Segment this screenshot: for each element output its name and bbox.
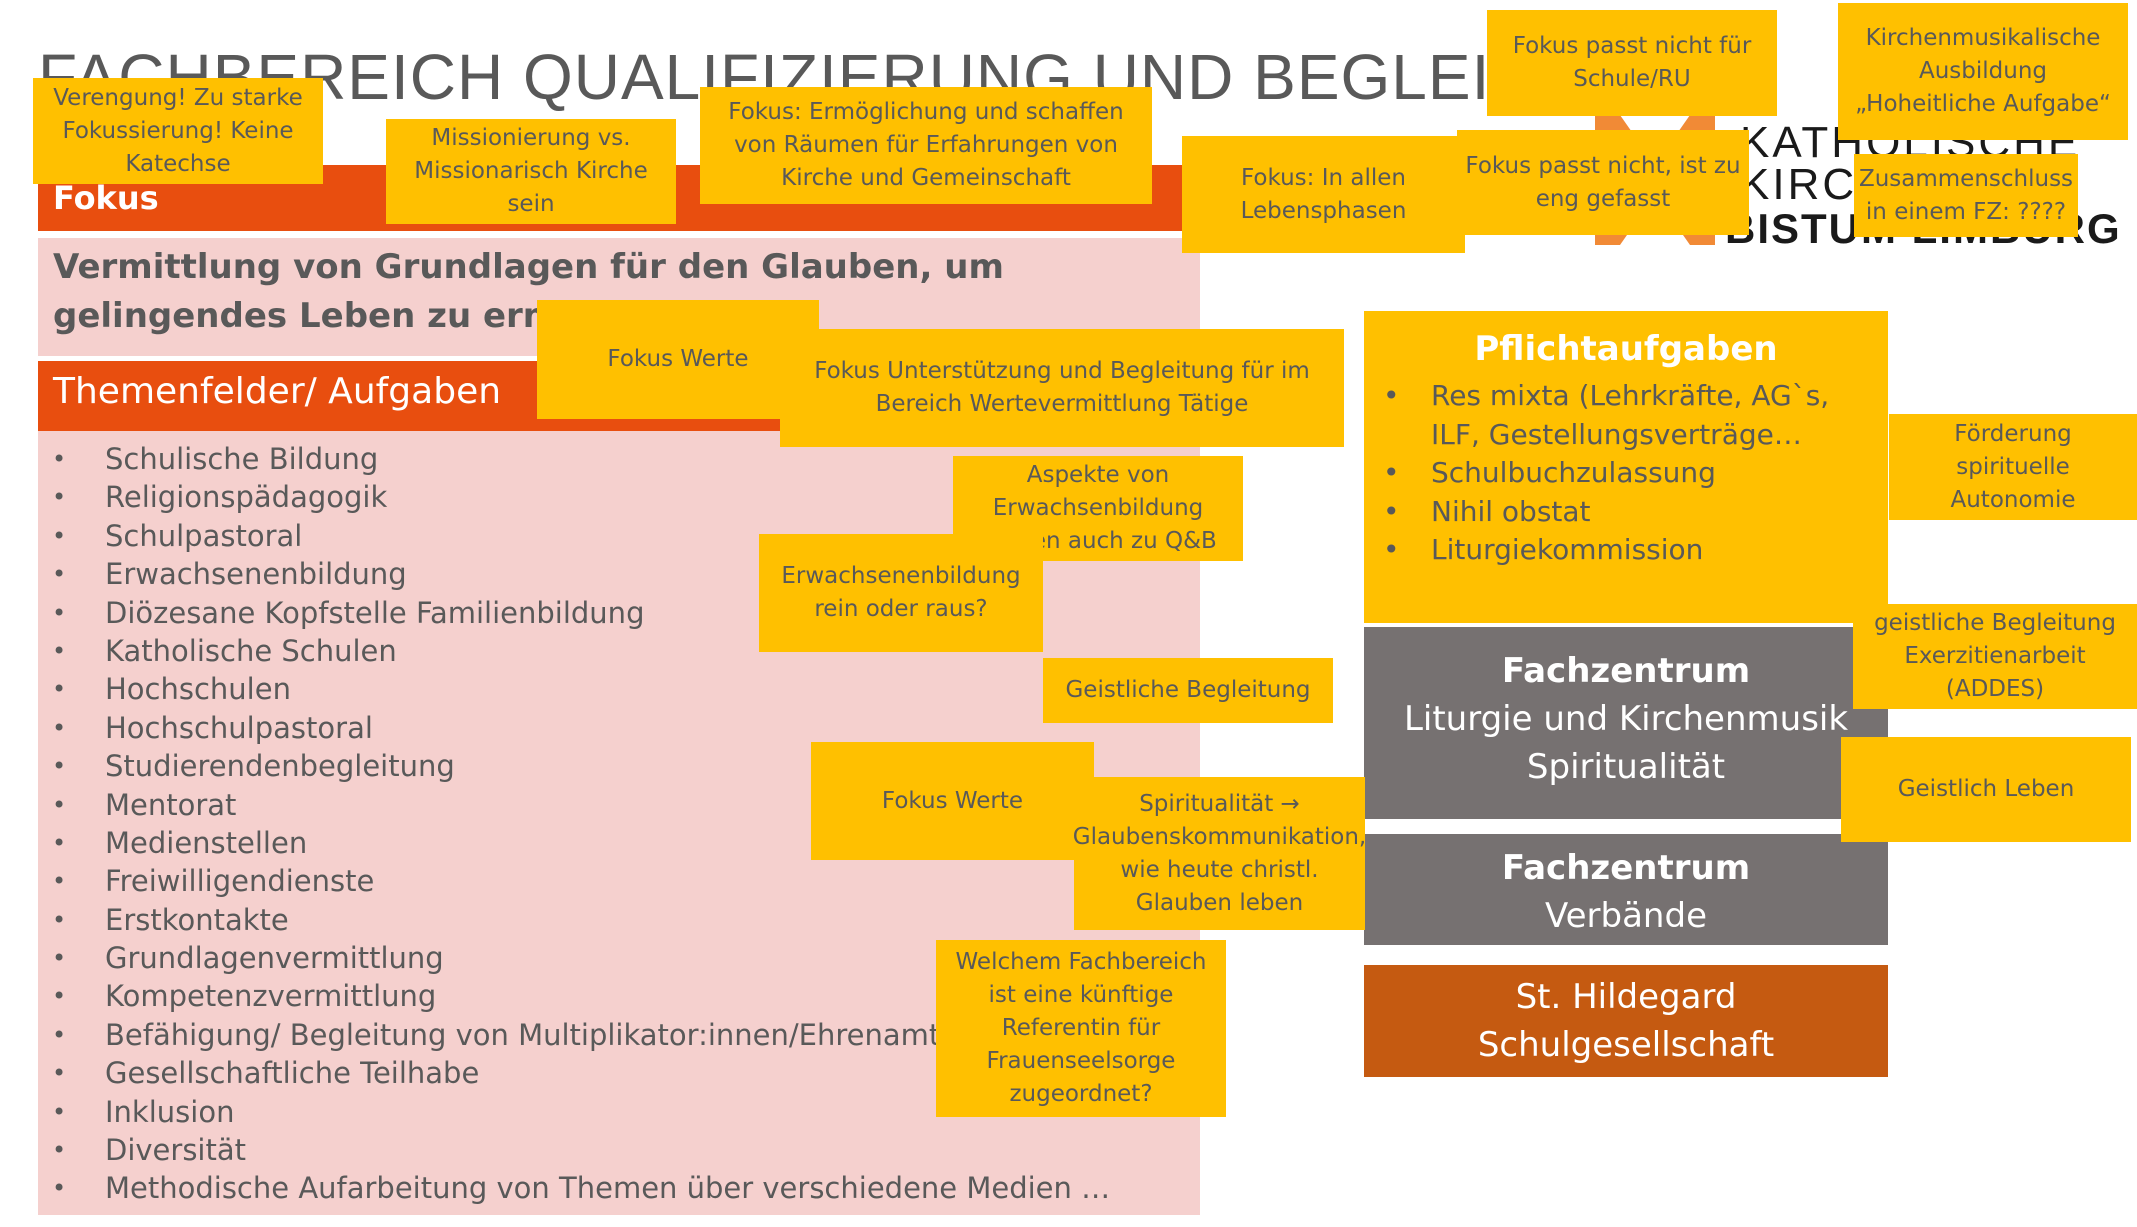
topic-item: Diversität xyxy=(50,1131,1190,1170)
topic-item: Religionspädagogik xyxy=(50,478,1190,517)
fachzentrum-line: Liturgie und Kirchenmusik xyxy=(1403,699,1849,739)
fachzentrum-line: Spiritualität xyxy=(1526,747,1726,787)
topic-item: Befähigung/ Begleitung von Multiplikator… xyxy=(50,1016,1190,1055)
topic-item: Inklusion xyxy=(50,1093,1190,1132)
topic-item: Hochschulpastoral xyxy=(50,709,1190,748)
fachzentrum-title: Fachzentrum xyxy=(1501,848,1751,888)
topic-item: Medienstellen xyxy=(50,824,1190,863)
sticky-note[interactable]: geistliche Begleitung Exerzitienarbeit (… xyxy=(1853,604,2137,709)
fachzentrum-associations-box: Fachzentrum Verbände xyxy=(1364,834,1888,945)
sticky-note[interactable]: Fokus passt nicht, ist zu eng gefasst xyxy=(1457,130,1749,235)
duty-item: Liturgiekommission xyxy=(1379,531,1879,570)
sticky-note[interactable]: Fokus passt nicht für Schule/RU xyxy=(1487,10,1777,116)
sticky-note[interactable]: Kirchenmusikalische Ausbildung „Hoheitli… xyxy=(1838,3,2128,140)
topic-item: Katholische Schulen xyxy=(50,632,1190,671)
fachzentrum-liturgy-box: Fachzentrum Liturgie und Kirchenmusik Sp… xyxy=(1364,627,1888,819)
sticky-note[interactable]: Fokus Unterstützung und Begleitung für i… xyxy=(780,329,1344,447)
duty-item: Nihil obstat xyxy=(1379,493,1879,532)
topic-item: Schulische Bildung xyxy=(50,440,1190,479)
duties-list: Res mixta (Lehrkräfte, AG`s, ILF, Gestel… xyxy=(1379,377,1879,570)
school-company-box: St. Hildegard Schulgesellschaft xyxy=(1364,965,1888,1077)
sticky-note[interactable]: Fokus Werte xyxy=(537,300,819,419)
topic-item: Methodische Aufarbeitung von Themen über… xyxy=(50,1169,1190,1208)
sticky-note[interactable]: Erwachsenenbildung rein oder raus? xyxy=(759,534,1043,652)
focus-statement: Vermittlung von Grundlagen für den Glaub… xyxy=(53,247,1004,336)
sticky-note[interactable]: Geistliche Begleitung xyxy=(1043,658,1333,723)
topic-item: Grundlagenvermittlung xyxy=(50,939,1190,978)
topic-item: Schulpastoral xyxy=(50,517,1190,556)
school-company-line: St. Hildegard xyxy=(1515,977,1737,1017)
sticky-note[interactable]: Missionierung vs. Missionarisch Kirche s… xyxy=(386,119,676,224)
sticky-note[interactable]: Zusammenschluss in einem FZ: ???? xyxy=(1854,154,2078,237)
duties-box: Pflichtaufgaben Res mixta (Lehrkräfte, A… xyxy=(1364,311,1888,623)
sticky-note[interactable]: Geistlich Leben xyxy=(1841,737,2131,842)
sticky-note[interactable]: Fokus: In allen Lebensphasen xyxy=(1182,136,1465,253)
school-company-line: Schulgesellschaft xyxy=(1477,1025,1775,1065)
topic-item: Erstkontakte xyxy=(50,901,1190,940)
topic-item: Kompetenzvermittlung xyxy=(50,977,1190,1016)
sticky-note[interactable]: Fokus Werte xyxy=(811,742,1094,860)
duty-item: Schulbuchzulassung xyxy=(1379,454,1879,493)
topic-item: Erwachsenenbildung xyxy=(50,555,1190,594)
topic-item: Mentorat xyxy=(50,786,1190,825)
sticky-note[interactable]: Welchem Fachbereich ist eine künftige Re… xyxy=(936,940,1226,1117)
duties-title: Pflichtaufgaben xyxy=(1474,329,1778,369)
sticky-note[interactable]: Förderung spirituelle Autonomie xyxy=(1889,414,2137,520)
fachzentrum-line: Verbände xyxy=(1545,896,1707,936)
topic-item: Hochschulen xyxy=(50,670,1190,709)
topic-item: Studierendenbegleitung xyxy=(50,747,1190,786)
topic-list: Schulische Bildung Religionspädagogik Sc… xyxy=(50,440,1190,1208)
duty-item: Res mixta (Lehrkräfte, AG`s, ILF, Gestel… xyxy=(1379,377,1879,454)
sticky-note[interactable]: Spiritualität → Glaubenskommunikation, w… xyxy=(1073,777,1366,930)
sticky-note[interactable]: Fokus: Ermöglichung und schaffen von Räu… xyxy=(700,87,1152,204)
topic-item: Diözesane Kopfstelle Familienbildung xyxy=(50,594,1190,633)
topic-item: Gesellschaftliche Teilhabe xyxy=(50,1054,1190,1093)
topic-item: Freiwilligendienste xyxy=(50,862,1190,901)
fachzentrum-title: Fachzentrum xyxy=(1501,651,1751,691)
sticky-note[interactable]: Verengung! Zu starke Fokussierung! Keine… xyxy=(33,78,323,184)
